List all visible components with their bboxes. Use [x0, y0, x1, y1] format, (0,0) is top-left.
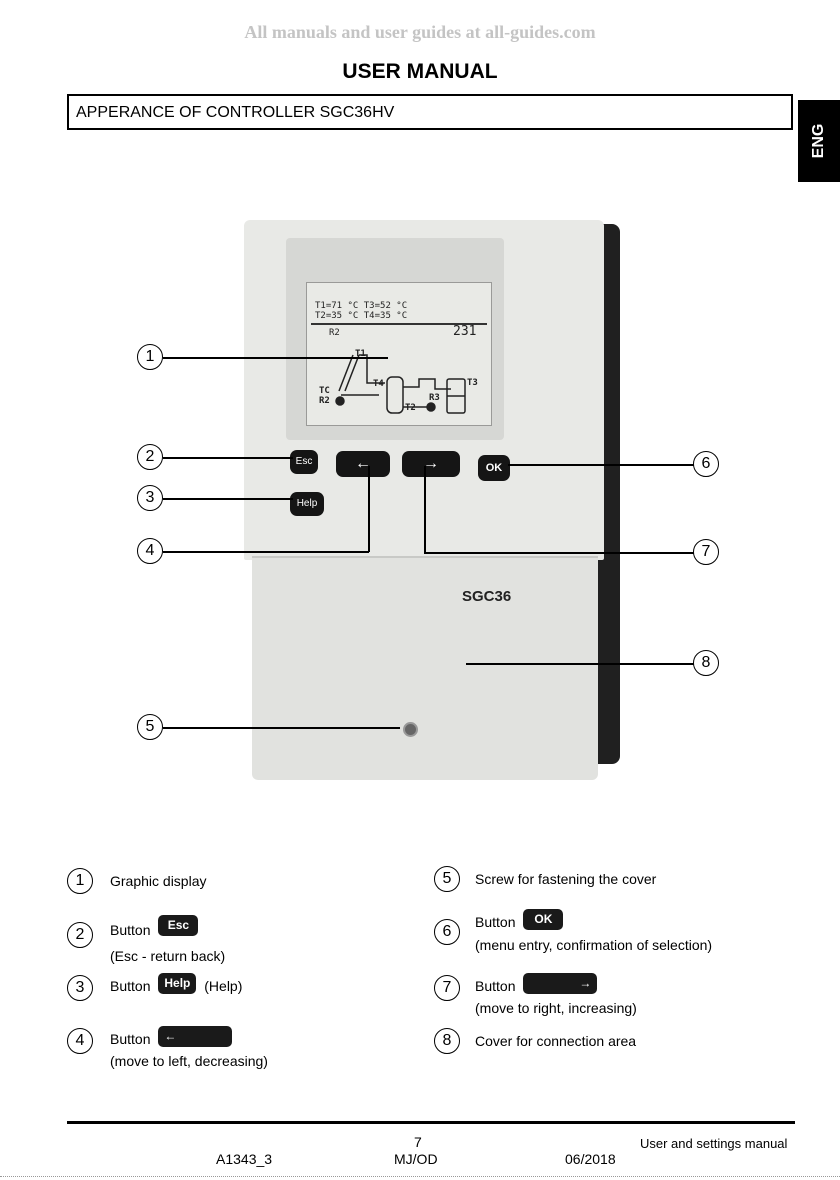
help-button[interactable]: Help	[290, 492, 324, 516]
device-cover	[252, 556, 598, 780]
legend-text-8: Cover for connection area	[475, 1033, 637, 1049]
leader-5	[163, 727, 400, 729]
legend-sub-7: (move to right, increasing)	[475, 1000, 637, 1016]
legend-text-6: Button	[475, 914, 516, 930]
callout-1: 1	[137, 344, 163, 370]
right-arrow-button[interactable]: →	[402, 451, 460, 477]
arrow-left-icon: ←	[355, 455, 371, 472]
section-title: APPERANCE OF CONTROLLER SGC36HV	[76, 104, 395, 121]
legend-item-2: Button Esc	[110, 914, 199, 942]
footer-manual-name: User and settings manual	[640, 1136, 788, 1151]
legend-text-2: Button	[110, 922, 151, 938]
language-label: ENG	[810, 123, 827, 159]
callout-6: 6	[693, 451, 719, 477]
legend-sub-2: (Esc - return back)	[110, 948, 226, 964]
lcd-hydraulic-scheme	[335, 354, 466, 414]
callout-4: 4	[137, 538, 163, 564]
leader-1	[163, 357, 388, 359]
footer-rule	[67, 1121, 795, 1124]
legend-item-7: Button →	[475, 972, 598, 998]
legend-after-3: (Help)	[204, 978, 243, 994]
legend-num-3: 3	[67, 975, 93, 1001]
lcd-label-t3: T3	[467, 378, 478, 388]
leader-7	[424, 552, 694, 554]
lcd-temps-line1: T1=71 °C T3=52 °C	[315, 301, 408, 311]
leader-3	[163, 498, 293, 500]
leader-8	[466, 663, 694, 665]
left-arrow-button[interactable]: ←	[336, 451, 390, 477]
legend-item-3: Button Help (Help)	[110, 972, 243, 998]
arrow-left-icon: ←	[164, 1028, 177, 1043]
legend-help-button: Help	[158, 972, 197, 994]
esc-button[interactable]: Esc	[290, 450, 318, 474]
page-title: USER MANUAL	[342, 60, 498, 83]
leader-2	[163, 457, 293, 459]
legend-num-4: 4	[67, 1028, 93, 1054]
legend-left-arrow-button: ←	[158, 1025, 233, 1047]
callout-2: 2	[137, 444, 163, 470]
legend-num-5: 5	[434, 866, 460, 892]
callout-7: 7	[693, 539, 719, 565]
lcd-label-t4: T4	[373, 379, 384, 389]
watermark: All manuals and user guides at all-guide…	[244, 22, 596, 42]
page-number: 7	[414, 1134, 422, 1150]
legend-num-8: 8	[434, 1028, 460, 1054]
arrow-right-icon: →	[579, 975, 592, 990]
footer-author: MJ/OD	[394, 1151, 438, 1167]
legend-num-6: 6	[434, 919, 460, 945]
device-brand: SGC36	[462, 588, 512, 605]
legend-ok-button: OK	[523, 908, 564, 930]
legend-right-arrow-button: →	[523, 972, 598, 994]
graphic-display: T1=71 °C T3=52 °C T2=35 °C T4=35 °C R2 2…	[306, 282, 492, 426]
arrow-right-icon: →	[423, 455, 439, 472]
leader-6	[508, 464, 694, 466]
lcd-label-r3: R3	[429, 393, 440, 403]
legend-num-7: 7	[434, 975, 460, 1001]
lcd-temps-line2: T2=35 °C T4=35 °C	[315, 311, 408, 321]
lcd-relay: R2	[329, 328, 340, 338]
lcd-label-r2: R2	[319, 396, 330, 406]
ok-button[interactable]: OK	[478, 455, 510, 481]
legend-sub-4: (move to left, decreasing)	[110, 1053, 268, 1069]
legend-text-7: Button	[475, 978, 516, 994]
lcd-label-t1: T1	[355, 349, 366, 359]
legend-text-4: Button	[110, 1031, 151, 1047]
cover-screw	[403, 722, 418, 737]
callout-8: 8	[693, 650, 719, 676]
language-tab: ENG	[798, 100, 840, 182]
callout-5: 5	[137, 714, 163, 740]
leader-7-vertical	[424, 466, 426, 553]
leader-4	[163, 551, 369, 553]
lcd-label-t2: T2	[405, 403, 416, 413]
lcd-divider	[311, 323, 487, 325]
legend-text-1: Graphic display	[110, 873, 207, 889]
legend-num-1: 1	[67, 868, 93, 894]
footer-doc-code: A1343_3	[216, 1151, 273, 1167]
lcd-label-tc: TC	[319, 386, 330, 396]
legend-item-4: Button ←	[110, 1025, 233, 1051]
section-header: APPERANCE OF CONTROLLER SGC36HV	[67, 94, 793, 130]
legend-sub-6: (menu entry, confirmation of selection)	[475, 937, 713, 953]
legend-text-5: Screw for fastening the cover	[475, 871, 657, 887]
callout-3: 3	[137, 485, 163, 511]
page-edge	[0, 1176, 840, 1177]
legend-item-6: Button OK	[475, 908, 564, 934]
footer-date: 06/2018	[565, 1151, 616, 1167]
leader-4-vertical	[368, 466, 370, 552]
lcd-code: 231	[453, 324, 477, 339]
legend-text-3: Button	[110, 978, 151, 994]
legend-esc-button: Esc	[158, 914, 199, 936]
legend-num-2: 2	[67, 922, 93, 948]
